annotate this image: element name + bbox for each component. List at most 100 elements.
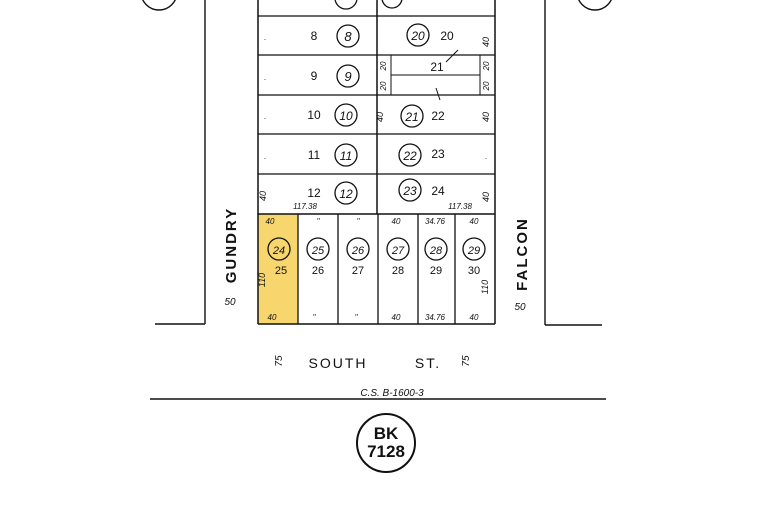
dimension: 40 — [481, 37, 491, 47]
parcel-circle[interactable] — [462, 237, 486, 261]
lot-number: 28 — [392, 265, 404, 277]
lot-number: 30 — [468, 265, 480, 277]
lot-number: 10 — [307, 108, 321, 122]
street-width: 50 — [514, 302, 526, 313]
street-suffix: ST. — [415, 355, 441, 371]
lot-number: 26 — [312, 265, 324, 277]
parcel-7-circle-partial — [334, 0, 358, 10]
dimension: 40 — [470, 313, 479, 322]
parcel-number: 26 — [351, 245, 365, 257]
dimension: " — [357, 217, 361, 226]
street-name-south: SOUTH — [309, 355, 368, 371]
parcel-circle[interactable] — [398, 143, 422, 167]
dimension: 110 — [480, 280, 490, 294]
street-width: 75 — [274, 355, 285, 367]
parcel-circle[interactable] — [346, 237, 370, 261]
dimension: 40 — [392, 313, 401, 322]
parcel-number: 9 — [344, 69, 351, 84]
ditto-mark: . — [485, 152, 487, 161]
lot-number: 24 — [431, 184, 445, 198]
parcel-24-highlight[interactable] — [257, 213, 299, 325]
parcel-number: 10 — [339, 109, 353, 123]
parcel-number: 8 — [344, 29, 352, 44]
dimension: 40 — [392, 217, 401, 226]
survey-reference: C.S. B-1600-3 — [360, 388, 424, 399]
dimension: 40 — [470, 217, 479, 226]
parcel-circle[interactable] — [334, 143, 358, 167]
parcel-number: 25 — [311, 245, 325, 257]
street-name-falcon: FALCON — [514, 217, 531, 291]
dimension: " — [313, 313, 317, 322]
dimension: 117.38 — [293, 202, 317, 211]
parcel-circle[interactable] — [386, 237, 410, 261]
book-badge-circle — [356, 413, 416, 473]
parcel-number: 27 — [391, 245, 405, 257]
parcel-number: 29 — [467, 245, 480, 257]
dimension: 20 — [379, 81, 388, 91]
street-name-gundry: GUNDRY — [223, 207, 240, 283]
parcel-number: 20 — [410, 29, 425, 43]
lot-number: 9 — [311, 69, 318, 83]
north-lots: 8 8 9 9 10 10 11 11 12 12 — [307, 24, 360, 205]
parcel-number: 23 — [402, 184, 417, 198]
street-width: 75 — [461, 355, 472, 367]
parcel-number: 22 — [402, 149, 417, 163]
parcel-circle[interactable] — [334, 103, 358, 127]
parcel-circle[interactable] — [400, 104, 424, 128]
parcel-number: 12 — [339, 187, 353, 201]
street-width: 50 — [224, 297, 236, 308]
misc-dims: 117.38 117.38 40 40 40 40 40 110 110 20 … — [224, 33, 526, 367]
lot-number: 8 — [311, 29, 318, 43]
block-grid — [257, 0, 496, 325]
dimension: " — [317, 217, 321, 226]
ditto-mark: . — [264, 33, 266, 42]
dimension: 20 — [379, 61, 388, 71]
south-lots: 24 25 25 26 26 27 27 28 28 29 29 30 — [267, 237, 486, 277]
east-lots: 20 20 21 21 22 22 23 23 24 — [398, 23, 454, 202]
parcel-circle[interactable] — [267, 237, 291, 261]
parcel-19-circle-partial — [381, 0, 403, 9]
dimension: 110 — [257, 273, 267, 287]
dimension: " — [355, 313, 359, 322]
book-label: BK — [374, 424, 399, 443]
dimension: 117.38 — [448, 202, 472, 211]
parcel-circle[interactable] — [424, 237, 448, 261]
ditto-mark: . — [264, 112, 266, 121]
parcel-number: 28 — [429, 245, 443, 257]
dimension: 40 — [375, 112, 385, 122]
lot-number: 23 — [431, 147, 445, 161]
dimension: 34.76 — [425, 313, 446, 322]
corner-parcel-circle-ne — [578, 0, 612, 11]
dimension: 20 — [482, 61, 491, 71]
lot-number: 21 — [430, 60, 444, 74]
dimension: 40 — [266, 217, 275, 226]
lot-number: 12 — [307, 186, 321, 200]
lot-number: 27 — [352, 265, 364, 277]
parcel-circle[interactable] — [334, 181, 358, 205]
dimension: 40 — [258, 191, 268, 201]
lot-number: 25 — [275, 265, 287, 277]
parcel-number: 21 — [404, 110, 418, 124]
dimension: 40 — [481, 192, 491, 202]
lot-number: 20 — [440, 29, 454, 43]
parcel-number: 24 — [272, 245, 285, 257]
ditto-mark: . — [264, 152, 266, 161]
lot-number: 11 — [308, 148, 321, 162]
south-frontage-dims: 40 " " 40 34.76 40 40 " " 40 34.76 40 — [266, 217, 479, 322]
dimension: 20 — [482, 81, 491, 91]
parcel-circle[interactable] — [398, 178, 422, 202]
parcel-circle[interactable] — [306, 237, 330, 261]
parcel-number: 11 — [340, 149, 352, 163]
dimension: 40 — [481, 112, 491, 122]
dimension: 40 — [268, 313, 277, 322]
book-number: 7128 — [367, 442, 405, 461]
parcel-circle[interactable] — [336, 24, 360, 48]
parcel-circle[interactable] — [406, 23, 430, 47]
parcel-circle[interactable] — [336, 64, 360, 88]
corner-parcel-circle-nw — [142, 0, 176, 11]
ditto-mark: . — [264, 73, 266, 82]
lot-number: 29 — [430, 265, 442, 277]
dimension: 34.76 — [425, 217, 446, 226]
lot-number: 22 — [431, 109, 445, 123]
